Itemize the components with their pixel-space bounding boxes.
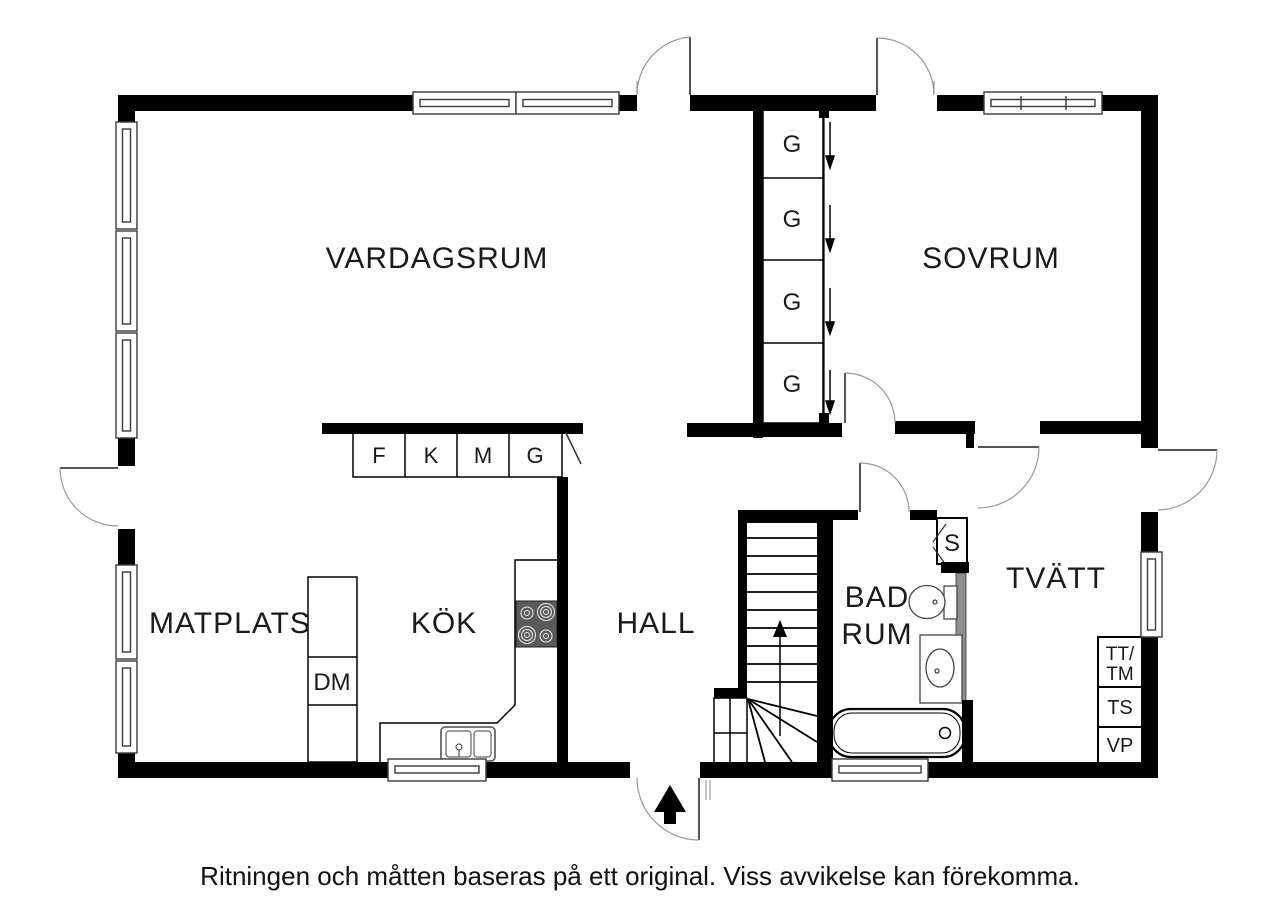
- room-label-matplats: MATPLATS: [149, 607, 311, 640]
- dryer-washer-label-line2: TM: [1106, 664, 1133, 685]
- room-label-tvatt: TVÄTT: [1006, 562, 1106, 595]
- bathtub-icon: [827, 707, 967, 759]
- wardrobe-label-2: G: [783, 206, 802, 233]
- s-closet-label: S: [944, 530, 960, 557]
- staircase: [713, 537, 818, 764]
- doors: [59, 36, 1218, 841]
- toilet-icon: [908, 584, 958, 620]
- stove-icon: [515, 600, 558, 648]
- wardrobe-rail-arrows-icon: [824, 122, 836, 416]
- dryer-washer-label-line1: TT/: [1106, 644, 1135, 665]
- room-label-sovrum: SOVRUM: [922, 242, 1060, 275]
- room-label-badrum-line1: BAD: [845, 581, 910, 614]
- room-label-badrum-line2: RUM: [841, 618, 912, 651]
- room-label-kok: KÖK: [411, 607, 477, 640]
- interior-walls: [322, 108, 1142, 763]
- entrance-arrow-icon: [654, 785, 686, 824]
- cabinet-label-g: G: [526, 443, 543, 468]
- stairs-direction-arrow-icon: [773, 620, 787, 736]
- kitchen-sink-icon: [440, 726, 496, 762]
- windows: [115, 91, 1163, 782]
- dishwasher-label: DM: [313, 669, 350, 696]
- water-heater-label: VP: [1107, 735, 1134, 757]
- kitchen-island-counter: [307, 576, 358, 763]
- wardrobe-label-3: G: [783, 289, 802, 316]
- room-label-vardagsrum: VARDAGSRUM: [326, 242, 549, 275]
- room-label-hall: HALL: [616, 607, 695, 640]
- kitchen-counter: [379, 559, 557, 762]
- disclaimer-text: Ritningen och måtten baseras på ett orig…: [200, 861, 1080, 891]
- kitchen-cabinet-row: [352, 432, 563, 478]
- exterior-walls: [118, 95, 1158, 778]
- washbasin-icon: [919, 634, 963, 704]
- wardrobe-label-1: G: [783, 131, 802, 158]
- cabinet-label-m: M: [474, 443, 492, 468]
- cabinet-label-f: F: [372, 443, 385, 468]
- wardrobe-label-4: G: [783, 371, 802, 398]
- s-closet: [932, 517, 968, 566]
- cabinet-label-k: K: [424, 443, 439, 468]
- drying-cabinet-label: TS: [1107, 697, 1133, 719]
